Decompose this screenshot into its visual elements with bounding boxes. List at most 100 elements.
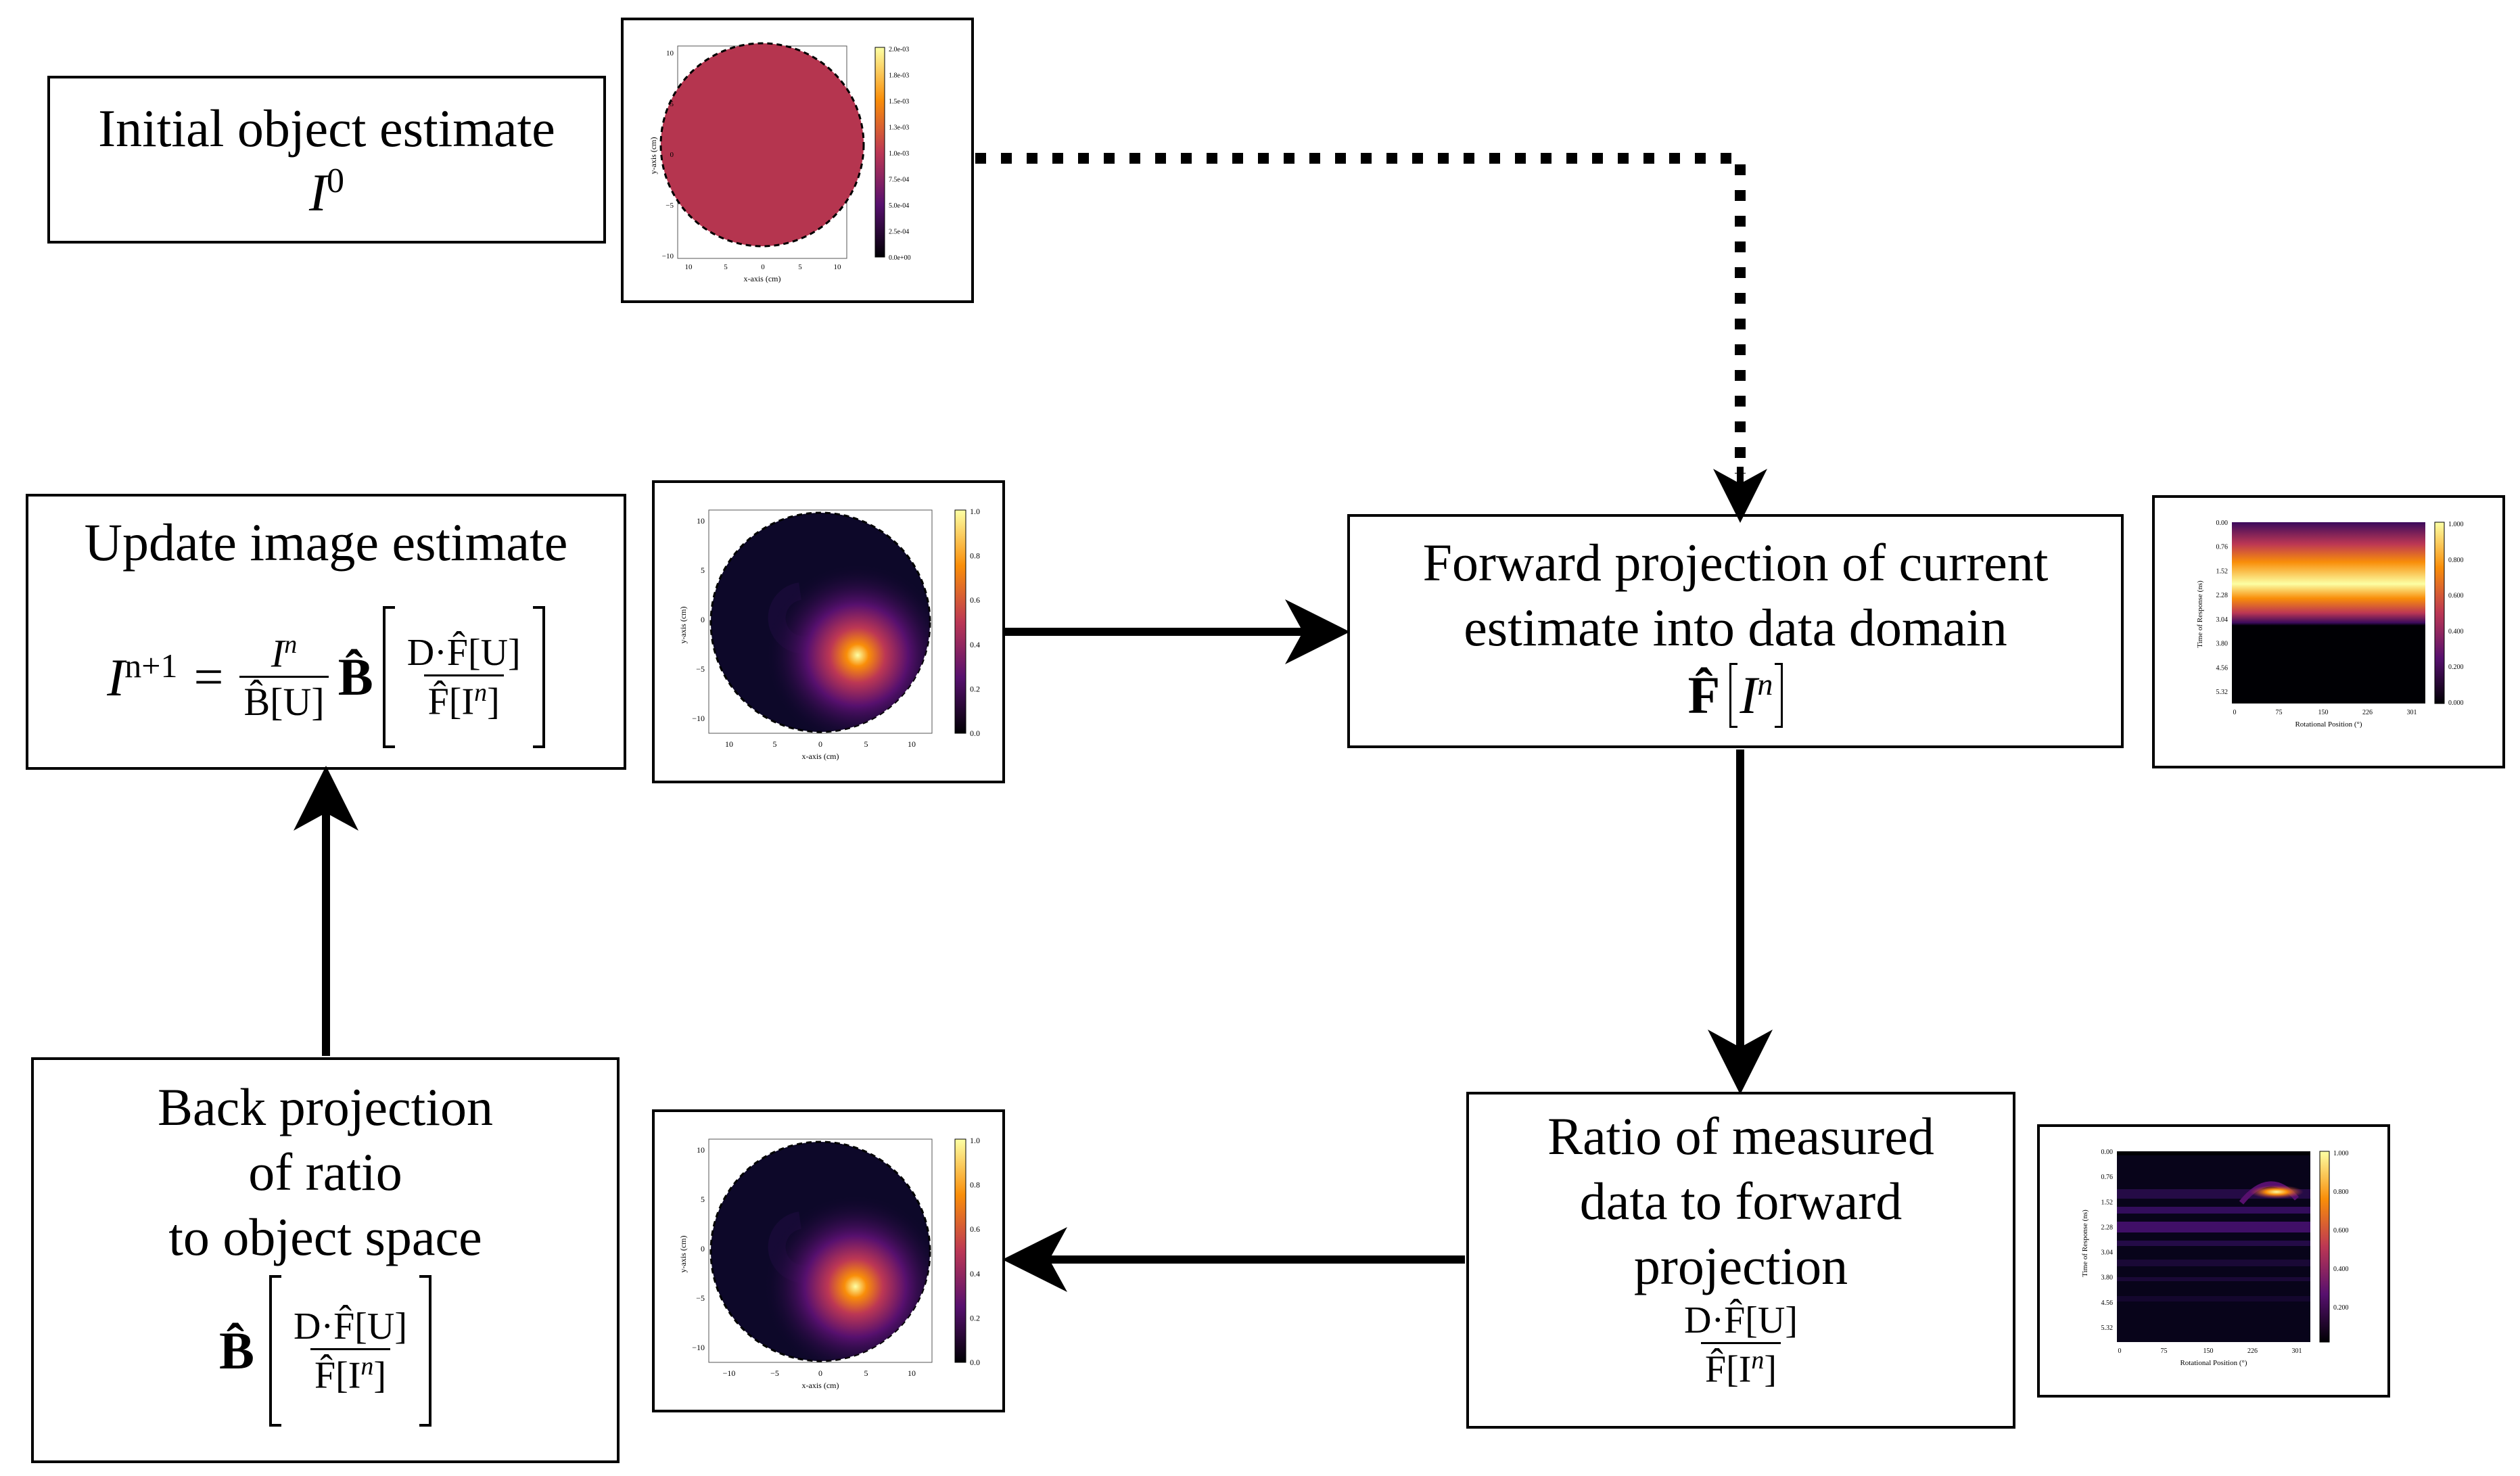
colorbar-tick-label: 0.0	[970, 1358, 980, 1367]
initial-cbar-ticks: 2.0e-031.8e-031.5e-031.3e-031.0e-037.5e-…	[889, 46, 911, 262]
ratio-fraction: D·F̂[U] F̂[In]	[1684, 1299, 1798, 1391]
colorbar-tick-label: 2.5e-04	[889, 229, 909, 236]
colorbar-tick-label: 0.6	[970, 1224, 980, 1234]
x-tick-label: 75	[2161, 1347, 2168, 1355]
x-tick-label: 5	[864, 739, 868, 749]
back-projection-formula: B̂ D·F̂[U] F̂[In]	[34, 1275, 617, 1427]
colorbar-tick-label: 0.4	[970, 640, 980, 649]
y-tick-label: 10	[697, 1145, 705, 1155]
x-tick-label: −10	[723, 1368, 736, 1378]
y-tick-label: −5	[696, 1293, 705, 1303]
colorbar-tick-label: 0.2	[970, 1313, 980, 1322]
initial-estimate-box: Initial object estimate I0	[47, 76, 606, 244]
colorbar-tick-label: 1.0	[970, 507, 980, 516]
y-tick-label: 0	[670, 151, 674, 159]
x-tick-label: 10	[908, 739, 916, 749]
colorbar-tick-label: 0.800	[2448, 557, 2464, 564]
backprojection-operator: B̂	[337, 647, 373, 706]
colorbar-tick-label: 0.200	[2333, 1304, 2349, 1312]
colorbar-tick-label: 5.0e-04	[889, 202, 909, 210]
y-tick-label: 0	[701, 615, 705, 624]
colorbar-tick-label: 0.4	[970, 1269, 980, 1278]
y-tick-label: 2.28	[2216, 592, 2229, 599]
x-tick-label: 0	[818, 1368, 822, 1378]
x-tick-label: 10	[725, 739, 733, 749]
colorbar-tick-label: 0.400	[2333, 1266, 2349, 1273]
colorbar-tick-label: 0.600	[2333, 1227, 2349, 1235]
y-tick-label: 4.56	[2216, 664, 2229, 672]
y-tick-label: 4.56	[2101, 1299, 2114, 1307]
update-fraction: In B̂[U]	[239, 630, 329, 724]
y-tick-label: −5	[666, 202, 674, 210]
y-tick-label: 0.00	[2101, 1149, 2114, 1156]
y-tick-label: 3.80	[2101, 1274, 2114, 1282]
colorbar-tick-label: 1.000	[2333, 1150, 2349, 1157]
colorbar-tick-label: 1.8e-03	[889, 72, 909, 80]
colorbar-tick-label: 0.400	[2448, 628, 2464, 635]
x-tick-label: 10	[908, 1368, 916, 1378]
x-tick-label: 5	[864, 1368, 868, 1378]
forward-cbar-ticks: 1.000 0.800 0.600 0.400 0.200 0.000	[2448, 521, 2464, 707]
y-tick-label: 1.52	[2101, 1199, 2114, 1206]
x-tick-label: 226	[2362, 709, 2373, 716]
svg-text:Rotational Position (°): Rotational Position (°)	[2295, 720, 2362, 729]
y-tick-label: 5.32	[2216, 689, 2229, 696]
colorbar-tick-label: 1.000	[2448, 521, 2464, 528]
x-tick-label: 5	[724, 263, 728, 271]
svg-text:y-axis (cm): y-axis (cm)	[678, 607, 688, 644]
initial-xticks: 10 5 0 5 10	[685, 263, 842, 271]
x-tick-label: 10	[685, 263, 693, 271]
forward-projection-formula: F̂ In	[1688, 663, 1783, 728]
y-tick-label: 5.32	[2101, 1324, 2114, 1332]
colorbar-tick-label: 0.8	[970, 1180, 980, 1190]
ratio-yticks: 0.000.761.522.283.043.804.565.32	[2101, 1149, 2114, 1332]
x-tick-label: 150	[2203, 1347, 2214, 1355]
colorbar-tick-label: 0.0e+00	[889, 254, 911, 262]
x-tick-label: 5	[798, 263, 802, 271]
y-tick-label: 0.76	[2101, 1174, 2114, 1181]
forward-yticks: 0.000.761.522.283.043.804.565.32	[2216, 520, 2229, 696]
colorbar-tick-label: 0.0	[970, 729, 980, 738]
forward-projection-line2: estimate into data domain	[1464, 598, 2007, 657]
x-tick-label: 301	[2407, 709, 2417, 716]
svg-text:Time of Response (ns): Time of Response (ns)	[2196, 580, 2204, 648]
colorbar-tick-label: 0.000	[2448, 699, 2464, 707]
y-tick-label: 10	[666, 49, 674, 57]
colorbar-tick-label: 1.5e-03	[889, 98, 909, 106]
y-tick-label: 0.76	[2216, 544, 2229, 551]
y-tick-label: −10	[692, 714, 705, 723]
update-bracket: D·F̂[U] F̂[In]	[382, 606, 545, 748]
initial-disk	[659, 42, 865, 248]
update-estimate-box: Update image estimate In+1 = In B̂[U] B̂…	[26, 494, 626, 770]
colorbar-tick-label: 0.600	[2448, 593, 2464, 600]
colorbar-tick-label: 0.200	[2448, 664, 2464, 671]
x-tick-label: 75	[2276, 709, 2283, 716]
svg-text:x-axis (cm): x-axis (cm)	[802, 752, 839, 761]
y-tick-label: 0.00	[2216, 520, 2229, 527]
y-tick-label: 0	[701, 1244, 705, 1253]
colorbar-tick-label: 7.5e-04	[889, 177, 909, 184]
x-tick-label: 0	[761, 263, 765, 271]
colorbar-tick-label: 1.3e-03	[889, 124, 909, 132]
svg-text:Time of Response (ns): Time of Response (ns)	[2081, 1209, 2089, 1277]
y-tick-label: 5	[701, 1195, 705, 1204]
svg-text:y-axis (cm): y-axis (cm)	[678, 1236, 688, 1273]
colorbar-tick-label: 1.0e-03	[889, 150, 909, 158]
x-tick-label: 10	[834, 263, 842, 271]
x-tick-label: 0	[818, 739, 822, 749]
forward-projection-box: Forward projection of current estimate i…	[1347, 514, 2124, 748]
svg-text:x-axis (cm): x-axis (cm)	[802, 1381, 839, 1390]
update-estimate-title: Update image estimate	[84, 513, 568, 572]
x-tick-label: 0	[2233, 709, 2237, 716]
y-tick-label: 3.04	[2216, 616, 2229, 624]
y-tick-label: 3.04	[2101, 1249, 2114, 1257]
colorbar-tick-label: 0.6	[970, 595, 980, 605]
x-tick-label: 5	[773, 739, 777, 749]
